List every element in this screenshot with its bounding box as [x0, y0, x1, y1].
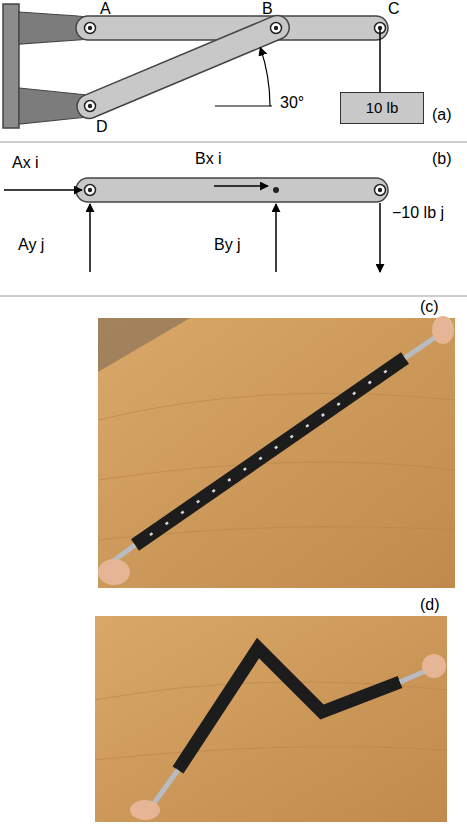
photo-c-floor: [98, 318, 190, 372]
pin-a-fbd-dot: [88, 188, 92, 192]
separator: [0, 142, 467, 143]
force-label: −10 lb j: [392, 204, 444, 222]
pin-c-fbd: [375, 185, 386, 196]
force-label: Ax i: [12, 154, 39, 172]
bar-db: [73, 12, 293, 122]
pin-c-fbd-dot: [378, 188, 382, 192]
hand: [422, 654, 446, 678]
pin-b-dot: [274, 26, 278, 30]
hand: [130, 800, 160, 820]
pin-d: [85, 101, 96, 112]
wood-grain: [95, 682, 447, 760]
pin-d-dot: [88, 104, 92, 108]
angle-label: 30°: [280, 94, 304, 112]
force-arrow-weight: [379, 203, 381, 272]
panel-label: (b): [432, 150, 452, 168]
force-label: Bx i: [195, 150, 222, 168]
pin-a-fbd: [85, 185, 96, 196]
hand: [98, 559, 130, 585]
force-arrow-bx: [214, 185, 268, 187]
bar-fbd: [76, 178, 388, 202]
panel-label: (a): [432, 106, 452, 124]
wood-grain: [98, 393, 455, 540]
point-label: D: [96, 118, 108, 136]
box-text: 10 lb: [366, 100, 399, 117]
separator: [0, 296, 467, 297]
angle-arc: [260, 47, 270, 106]
slide-rail-bent: [178, 648, 400, 770]
force-label: Ay j: [18, 236, 44, 254]
panel-label: (c): [420, 298, 439, 316]
weight-box: 10 lb: [340, 92, 424, 124]
force-arrow-by: [275, 204, 277, 272]
rail-holes: [150, 365, 395, 535]
slide-rod: [152, 770, 178, 806]
wall-plate: [3, 4, 19, 128]
pin-b-fbd: [273, 187, 279, 193]
pin-a-dot: [88, 26, 92, 30]
panel-label: (d): [420, 596, 440, 614]
photo-d-ground: [95, 616, 447, 822]
reference-line: [215, 105, 272, 106]
force-arrow-ay: [89, 204, 91, 272]
slide-rail: [135, 358, 405, 545]
photo-c-ground: [98, 318, 455, 588]
rope: [379, 28, 381, 92]
pin-a: [85, 23, 96, 34]
hand: [432, 316, 454, 344]
force-arrow-ax: [4, 189, 82, 191]
pin-b: [271, 23, 282, 34]
point-label: A: [100, 0, 111, 18]
point-label: B: [262, 0, 273, 18]
point-label: C: [388, 0, 400, 18]
force-label: By j: [214, 236, 241, 254]
